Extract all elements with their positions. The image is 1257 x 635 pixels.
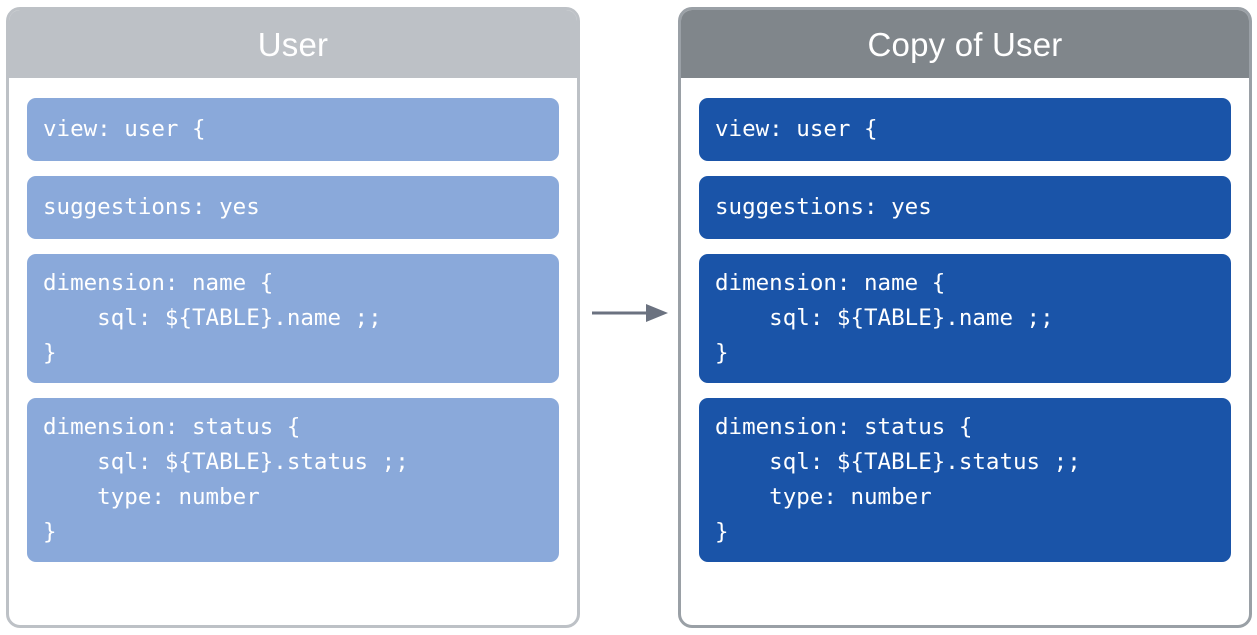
code-block-dimension-name: dimension: name { sql: ${TABLE}.name ;; … — [27, 254, 559, 383]
panel-copy-of-user-title: Copy of User — [867, 25, 1063, 63]
panel-user: User view: user { suggestions: yes dimen… — [6, 7, 580, 628]
copy-code-block-view: view: user { — [699, 98, 1231, 161]
code-block-suggestions: suggestions: yes — [27, 176, 559, 239]
panel-copy-of-user-body: view: user { suggestions: yes dimension:… — [681, 78, 1249, 576]
copies-to-arrow — [592, 304, 668, 322]
copy-code-block-dimension-status: dimension: status { sql: ${TABLE}.status… — [699, 398, 1231, 562]
panel-copy-of-user: Copy of User view: user { suggestions: y… — [678, 7, 1252, 628]
copy-code-block-suggestions: suggestions: yes — [699, 176, 1231, 239]
panel-user-body: view: user { suggestions: yes dimension:… — [9, 78, 577, 576]
panel-copy-of-user-header: Copy of User — [681, 10, 1249, 78]
panel-user-title: User — [257, 25, 329, 63]
code-block-view: view: user { — [27, 98, 559, 161]
panel-user-header: User — [9, 10, 577, 78]
code-block-dimension-status: dimension: status { sql: ${TABLE}.status… — [27, 398, 559, 562]
copy-code-block-dimension-name: dimension: name { sql: ${TABLE}.name ;; … — [699, 254, 1231, 383]
